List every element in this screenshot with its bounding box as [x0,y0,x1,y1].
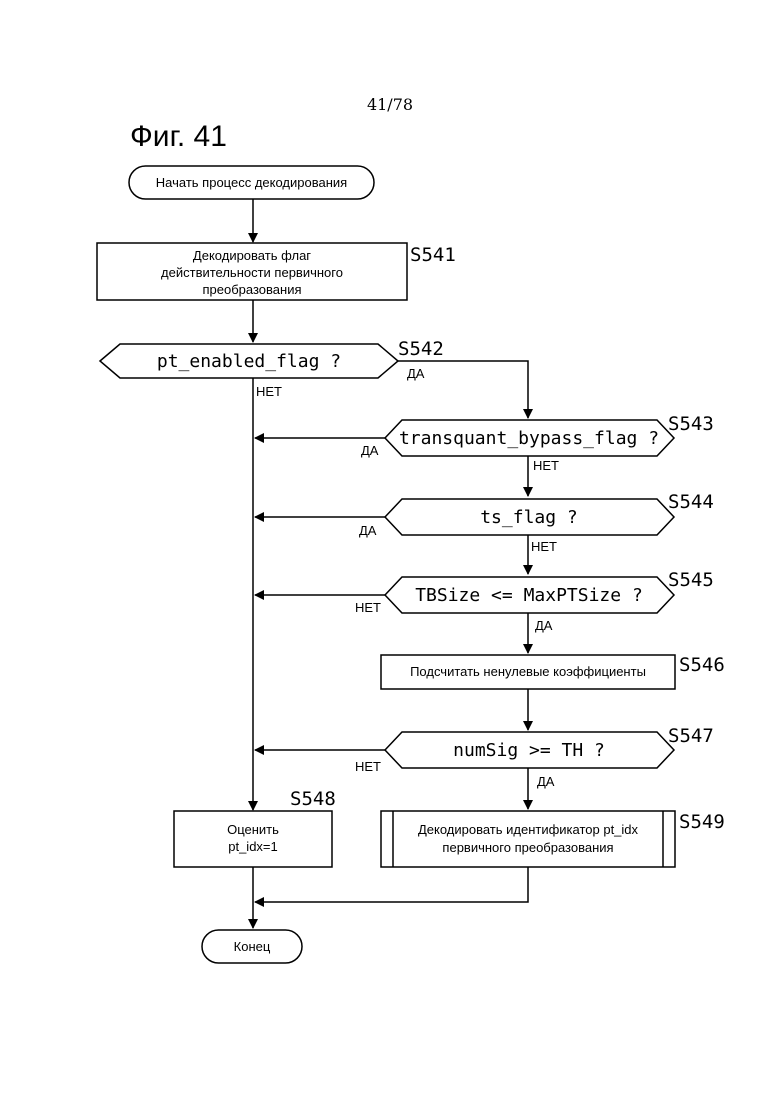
step-label-s547: S547 [668,725,714,747]
s541-line-2: действительности первичного [161,265,343,280]
decision-s542: pt_enabled_flag ? S542 НЕТ ДА [100,338,444,399]
figure-title: Фиг. 41 [130,120,227,153]
s542-condition: pt_enabled_flag ? [157,351,341,372]
start-terminator: Начать процесс декодирования [129,166,374,199]
s548-line-2: pt_idx=1 [228,839,278,854]
step-label-s543: S543 [668,413,714,435]
step-label-s544: S544 [668,491,714,513]
process-s548: Оценить pt_idx=1 S548 [174,788,336,867]
s546-text: Подсчитать ненулевые коэффициенты [410,664,646,679]
label-s545-no: НЕТ [355,600,381,615]
label-s543-no: НЕТ [533,458,559,473]
label-s545-yes: ДА [535,618,553,633]
end-label: Конец [234,939,271,954]
s548-line-1: Оценить [227,822,279,837]
end-terminator: Конец [202,930,302,963]
s549-line-1: Декодировать идентификатор pt_idx [418,822,639,837]
label-s547-yes: ДА [537,774,555,789]
label-s542-no: НЕТ [256,384,282,399]
label-s547-no: НЕТ [355,759,381,774]
label-s543-yes: ДА [361,443,379,458]
decision-s545: TBSize <= MaxPTSize ? S545 НЕТ ДА [355,569,714,633]
start-label: Начать процесс декодирования [156,175,347,190]
decision-s547: numSig >= TH ? S547 НЕТ ДА [355,725,714,789]
step-label-s545: S545 [668,569,714,591]
label-s544-no: НЕТ [531,539,557,554]
s544-condition: ts_flag ? [480,507,578,528]
process-s546: Подсчитать ненулевые коэффициенты S546 [381,654,725,689]
arrow-s549-to-end [255,867,528,902]
process-s541: Декодировать флаг действительности перви… [97,243,456,300]
s541-line-3: преобразования [202,282,301,297]
s545-condition: TBSize <= MaxPTSize ? [415,585,643,606]
step-label-s549: S549 [679,811,725,833]
s549-line-2: первичного преобразования [442,840,613,855]
label-s542-yes: ДА [407,366,425,381]
page-number: 41/78 [367,95,413,114]
subroutine-s549: Декодировать идентификатор pt_idx первич… [381,811,725,867]
s541-line-1: Декодировать флаг [193,248,311,263]
decision-s543: transquant_bypass_flag ? S543 ДА НЕТ [361,413,714,473]
s547-condition: numSig >= TH ? [453,740,605,761]
s543-condition: transquant_bypass_flag ? [399,428,659,449]
label-s544-yes: ДА [359,523,377,538]
step-label-s546: S546 [679,654,725,676]
decision-s544: ts_flag ? S544 ДА НЕТ [359,491,714,554]
step-label-s542: S542 [398,338,444,360]
step-label-s541: S541 [410,244,456,266]
step-label-s548: S548 [290,788,336,810]
